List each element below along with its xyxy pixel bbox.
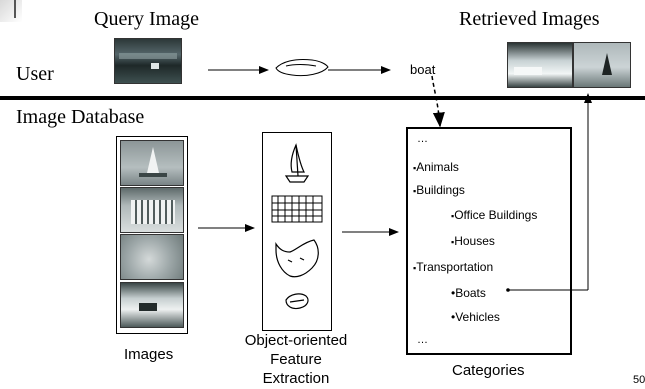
feature-caption-line1: Object-oriented: [244, 332, 348, 349]
images-column-box: [116, 136, 188, 334]
page-number: 50: [633, 374, 645, 386]
category-animals: ▪Animals: [413, 160, 459, 174]
category-label: Vehicles: [455, 310, 500, 324]
image-database-title: Image Database: [16, 106, 145, 128]
feature-caption-line3: Extraction: [262, 370, 330, 387]
user-database-divider: [0, 96, 645, 100]
query-image-label: Query Image: [94, 8, 199, 30]
building-sketch-icon: [271, 195, 323, 223]
bullet-square-icon: ▪: [451, 211, 455, 221]
bullet-square-icon: ▪: [413, 186, 417, 196]
db-image-boat: [120, 282, 184, 328]
category-label: Boats: [455, 286, 486, 300]
query-sketch-icon: [275, 59, 329, 77]
bullet-dot-icon: •: [451, 310, 456, 324]
slide-corner-decoration: [0, 0, 22, 22]
category-label: Houses: [454, 234, 495, 248]
images-caption: Images: [124, 346, 174, 363]
category-label: Buildings: [416, 183, 465, 197]
categories-caption: Categories: [452, 362, 525, 379]
categories-ellipsis-bottom: …: [417, 334, 428, 346]
feature-column-box: [262, 132, 332, 331]
boats-connector-dot: [506, 288, 510, 292]
query-image-photo: [114, 38, 182, 84]
bullet-square-icon: ▪: [413, 163, 417, 173]
boat-query-text: boat: [410, 62, 436, 77]
category-houses: ▪Houses: [451, 234, 495, 248]
category-label: Transportation: [416, 260, 494, 274]
slide-corner-line: [14, 0, 16, 18]
db-image-sailboat: [120, 140, 184, 186]
bullet-square-icon: ▪: [451, 237, 455, 247]
bullet-dot-icon: •: [451, 286, 456, 300]
categories-ellipsis-top: …: [417, 133, 428, 145]
category-office-buildings: ▪Office Buildings: [451, 208, 537, 222]
category-transportation: ▪Transportation: [413, 260, 493, 274]
category-vehicles: •Vehicles: [451, 310, 500, 324]
feature-caption-line2: Feature: [270, 351, 322, 368]
bullet-square-icon: ▪: [413, 263, 417, 273]
retrieved-images-label: Retrieved Images: [459, 8, 600, 30]
category-buildings: ▪Buildings: [413, 183, 465, 197]
dashed-arrow-boat-to-categories: [431, 75, 445, 128]
boat-sketch-icon: [285, 293, 309, 310]
db-image-fox: [120, 234, 184, 280]
fox-sketch-icon: [275, 239, 319, 278]
category-boats: •Boats: [451, 286, 486, 300]
retrieved-image-photo-2: [573, 42, 631, 88]
category-label: Animals: [416, 160, 459, 174]
db-image-building: [120, 187, 184, 233]
categories-box: [406, 127, 572, 355]
user-label: User: [16, 63, 54, 85]
sailboat-sketch-icon: [284, 143, 310, 183]
retrieved-image-photo-1: [507, 42, 573, 88]
category-label: Office Buildings: [454, 208, 538, 222]
